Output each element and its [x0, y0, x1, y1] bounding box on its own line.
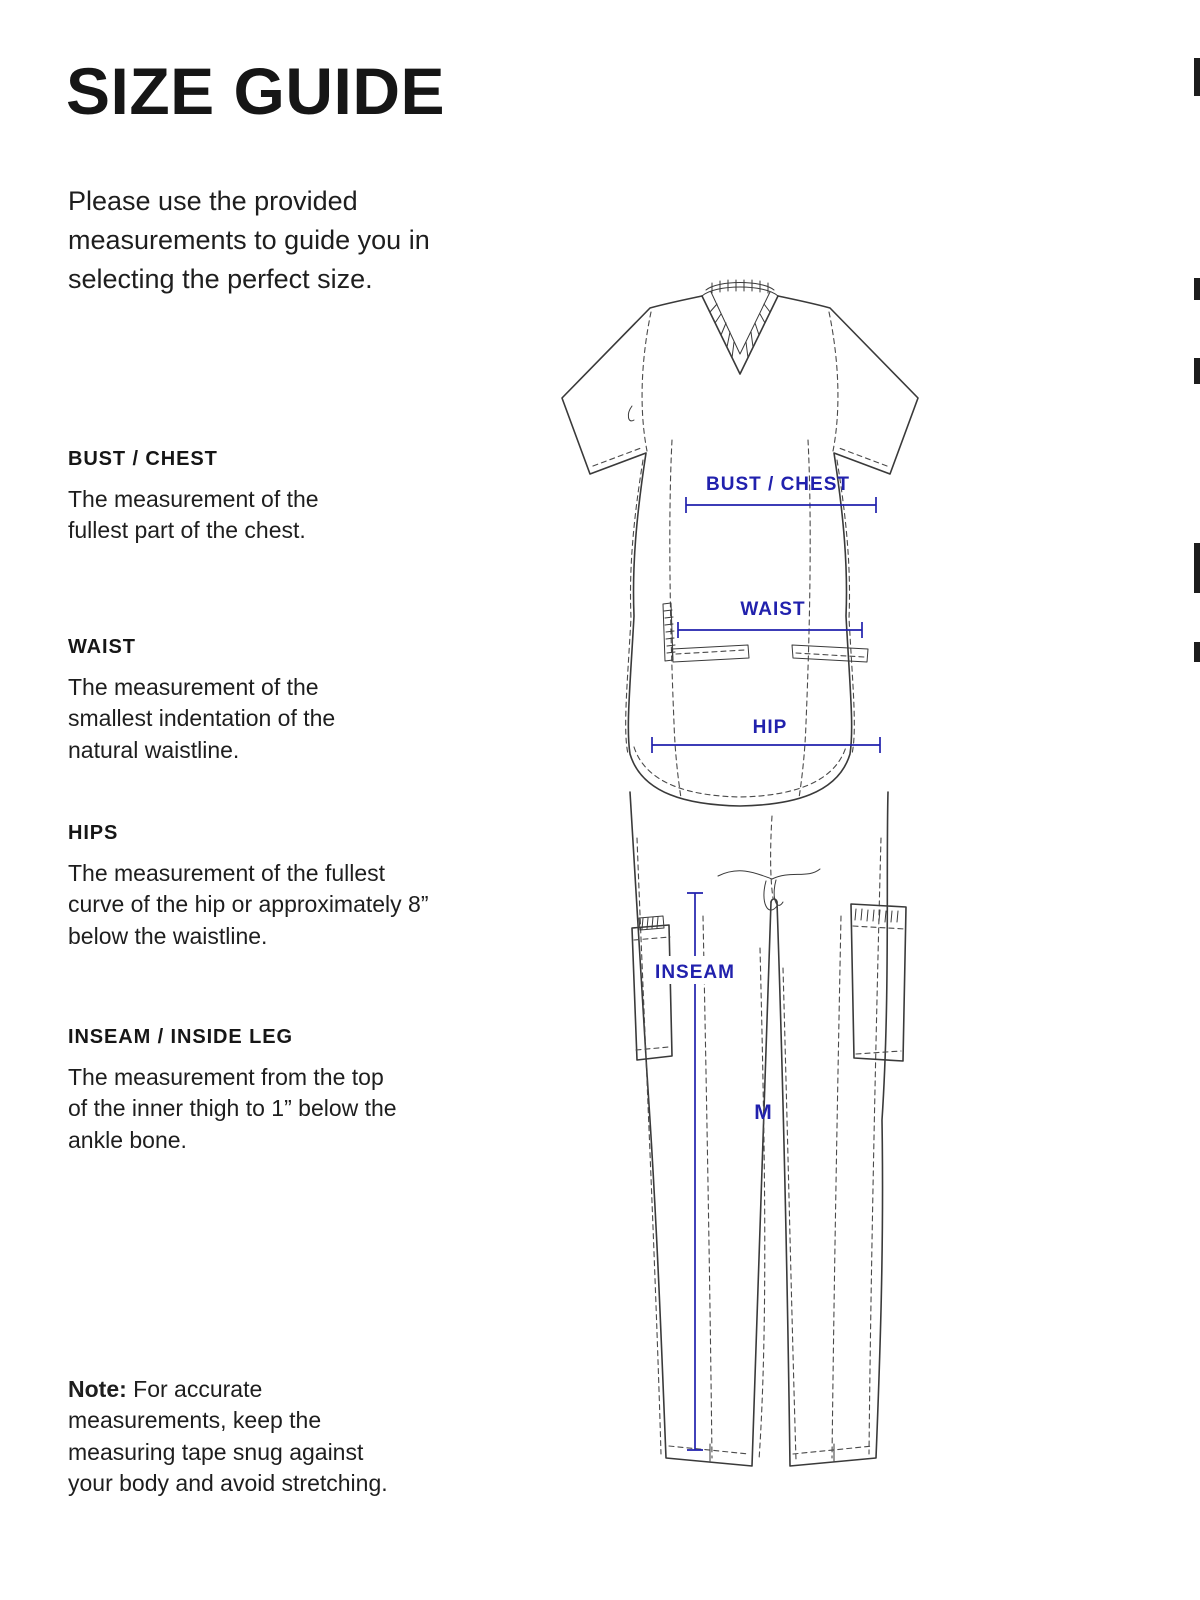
page-title: SIZE GUIDE — [66, 54, 446, 128]
hip-measure-label: HIP — [753, 717, 788, 738]
right-cargo-pocket — [850, 903, 907, 1062]
right-edge-artifact — [1194, 358, 1200, 384]
right-edge-artifact — [1194, 278, 1200, 300]
waist-measure-line — [677, 622, 863, 638]
v-neck-collar — [701, 279, 779, 375]
left-cargo-pocket — [631, 915, 673, 1061]
inseam-description: The measurement from the top of the inne… — [68, 1064, 397, 1153]
right-edge-artifact — [1194, 543, 1200, 593]
bust-measure-label: BUST / CHEST — [706, 474, 850, 495]
section-bust-chest: BUST / CHEST The measurement of the full… — [68, 448, 360, 547]
size-tag-label: M — [754, 1101, 772, 1124]
hip-measure-line — [651, 737, 881, 753]
front-pocket-welts — [671, 644, 869, 663]
right-edge-artifact — [1194, 58, 1200, 96]
intro-text: Please use the provided measurements to … — [68, 186, 430, 295]
inseam-measure-label: INSEAM — [655, 962, 735, 983]
bust-description: The measurement of the fullest part of t… — [68, 486, 319, 544]
note-label: Note: — [68, 1376, 127, 1402]
note-body: For accurate measurements, keep the meas… — [68, 1376, 388, 1496]
bust-measure-line — [685, 497, 877, 513]
section-inseam: INSEAM / INSIDE LEG The measurement from… — [68, 1026, 400, 1156]
inseam-measure-line — [687, 892, 703, 1451]
inseam-label-backdrop — [647, 956, 743, 984]
note-text: Note: For accurate measurements, keep th… — [68, 1374, 406, 1499]
scrub-top-drawing — [561, 279, 919, 807]
section-waist: WAIST The measurement of the smallest in… — [68, 636, 380, 766]
right-edge-artifact — [1194, 642, 1200, 662]
garment-illustration: BUST / CHEST WAIST HIP INSEAM M — [561, 279, 919, 1467]
waist-description: The measurement of the smallest indentat… — [68, 674, 336, 763]
waist-measure-label: WAIST — [740, 599, 805, 620]
measurement-lines — [651, 497, 881, 1451]
section-hips: HIPS The measurement of the fullest curv… — [68, 822, 440, 952]
hips-description: The measurement of the fullest curve of … — [68, 860, 429, 949]
waist-heading: WAIST — [68, 636, 136, 658]
bust-heading: BUST / CHEST — [68, 448, 218, 470]
hips-heading: HIPS — [68, 822, 119, 844]
scrub-pants-drawing — [629, 791, 907, 1467]
inseam-heading: INSEAM / INSIDE LEG — [68, 1026, 293, 1048]
size-diagram: BUST / CHEST WAIST HIP INSEAM M — [520, 268, 970, 1568]
